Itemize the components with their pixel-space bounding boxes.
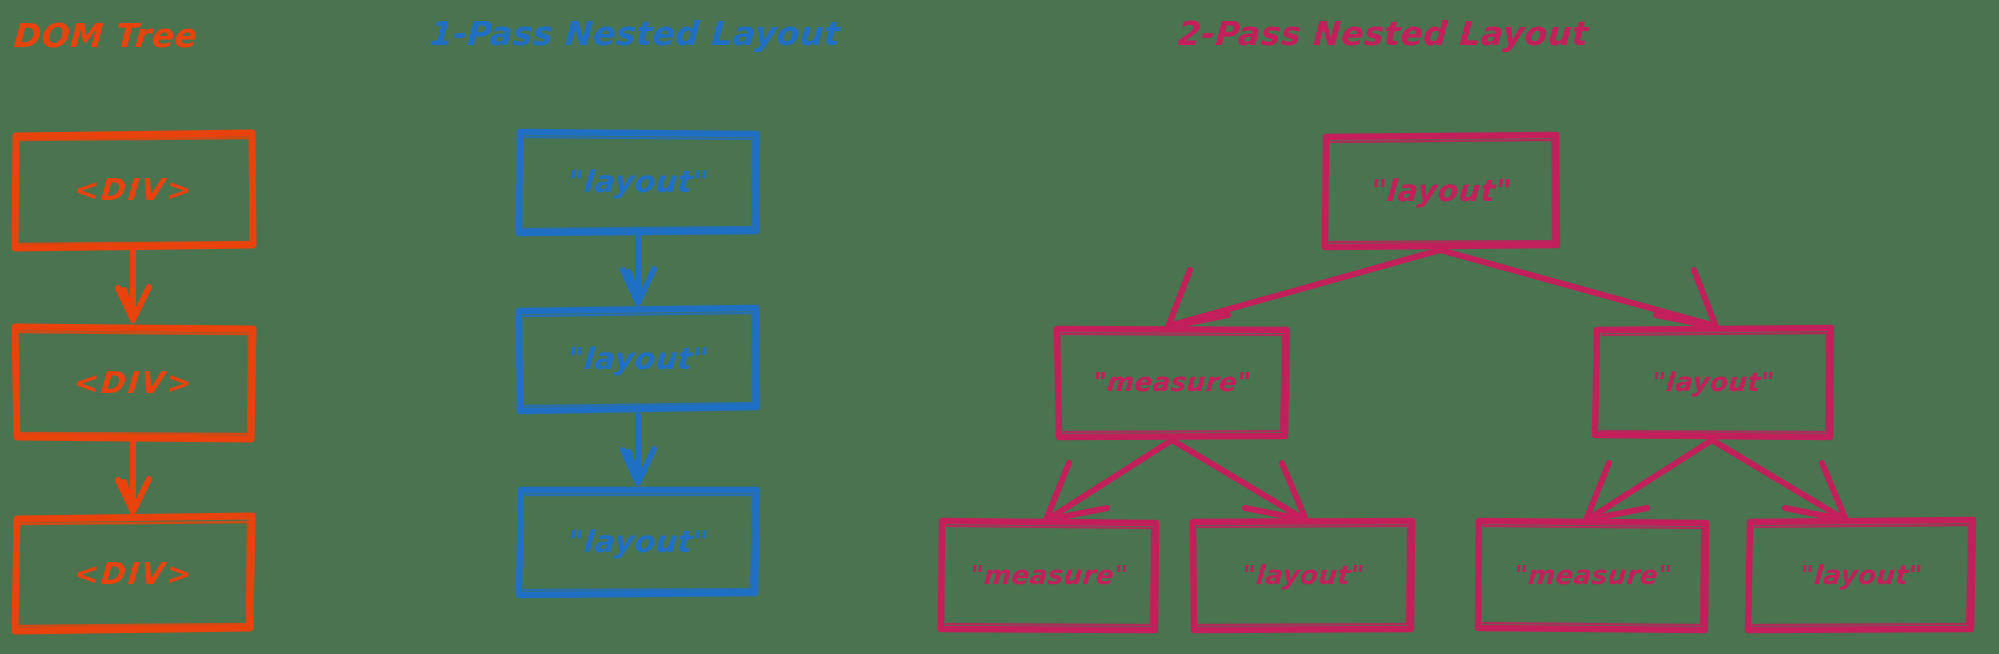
node-label: "layout" <box>566 524 710 560</box>
dom-tree-node-2[interactable]: <DIV> <box>11 323 257 443</box>
node-label: "measure" <box>1512 560 1674 591</box>
column-title-1-pass-nested-layout: 1-Pass Nested Layout <box>428 14 842 53</box>
node-label: "measure" <box>968 560 1130 591</box>
node-label: <DIV> <box>72 365 196 401</box>
node-label: "measure" <box>1091 367 1253 398</box>
node-label: "layout" <box>566 164 710 200</box>
two-pass-edge-root-to-measure <box>1165 247 1443 330</box>
node-label: "layout" <box>1650 367 1777 398</box>
node-label: "layout" <box>1240 560 1366 591</box>
node-label: <DIV> <box>72 556 196 592</box>
two-pass-node-leaf-1[interactable]: "measure" <box>937 517 1160 634</box>
two-pass-node-leaf-4[interactable]: "layout" <box>1744 516 1977 634</box>
dom-tree-arrow-1 <box>115 247 152 323</box>
node-label: "layout" <box>1369 173 1513 209</box>
node-label: "layout" <box>1798 560 1924 591</box>
two-pass-edge-measure-to-layout <box>1169 437 1309 523</box>
two-pass-node-leaf-3[interactable]: "measure" <box>1474 517 1711 634</box>
two-pass-edge-measure-to-measure <box>1043 437 1175 523</box>
two-pass-edge-layout-to-layout <box>1709 437 1849 523</box>
column-title-2-pass-nested-layout: 2-Pass Nested Layout <box>1176 14 1590 53</box>
node-label: <DIV> <box>72 172 196 208</box>
node-label: "layout" <box>566 341 710 377</box>
one-pass-node-3[interactable]: "layout" <box>515 486 761 599</box>
dom-tree-node-3[interactable]: <DIV> <box>11 512 256 635</box>
dom-tree-node-1[interactable]: <DIV> <box>11 129 257 252</box>
two-pass-node-leaf-2[interactable]: "layout" <box>1189 517 1416 634</box>
column-title-dom-tree: DOM Tree <box>12 16 200 55</box>
two-pass-node-level2-right[interactable]: "layout" <box>1591 324 1835 441</box>
two-pass-edge-layout-to-measure <box>1583 437 1715 523</box>
two-pass-node-level2-left[interactable]: "measure" <box>1053 325 1291 441</box>
two-pass-node-root[interactable]: "layout" <box>1321 131 1561 251</box>
one-pass-arrow-1 <box>620 232 657 306</box>
one-pass-node-1[interactable]: "layout" <box>515 128 761 237</box>
two-pass-edge-root-to-layout <box>1437 247 1719 330</box>
dom-tree-arrow-2 <box>115 440 152 515</box>
one-pass-node-2[interactable]: "layout" <box>515 304 761 415</box>
one-pass-arrow-2 <box>620 412 657 486</box>
